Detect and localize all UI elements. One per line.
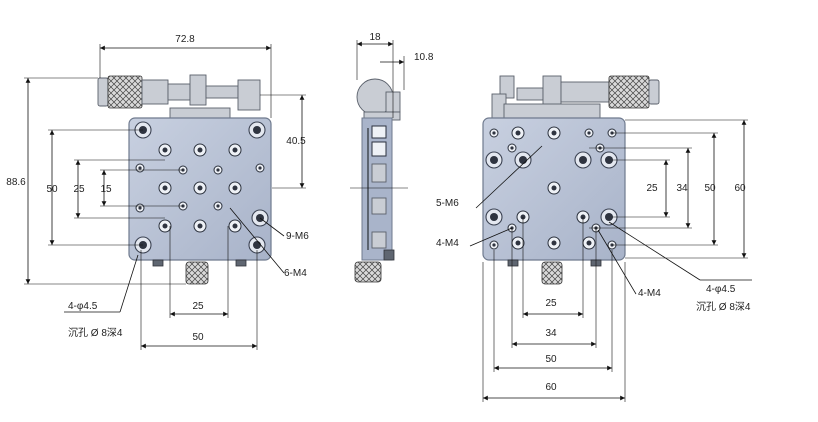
front-callout-m4: 6-M4 [284,268,307,279]
front-lock-knob [185,261,209,285]
front-right-dim: 40.5 [286,136,306,147]
back-holes [485,126,618,250]
front-foot-right [235,259,247,267]
back-bottom-dim-25: 25 [545,298,557,309]
side-width-dim: 18 [369,32,381,43]
back-bottom-dim-50: 50 [545,354,557,365]
back-view: 25 34 50 60 25 34 50 60 5-M6 4- [436,75,752,402]
front-left-dim-15: 15 [100,184,112,195]
front-callout-m6: 9-M6 [286,231,309,242]
front-height-dim: 88.6 [6,177,26,188]
side-offset-dim: 10.8 [414,52,434,63]
back-right-dim-34: 34 [676,183,688,194]
back-callout-m4-left: 4-M4 [436,238,459,249]
back-callout-counterbore: 沉孔 Ø 8深4 [696,300,751,313]
back-callout-m6: 5-M6 [436,198,459,209]
front-view: 72.8 88.6 40.5 50 25 15 25 50 9-M6 6 [6,34,309,350]
front-bottom-dim-25: 25 [192,301,204,312]
back-right-dim-25: 25 [646,183,658,194]
back-right-dim-50: 50 [704,183,716,194]
front-callout-counterbore: 沉孔 Ø 8深4 [68,326,123,339]
front-foot-left [152,259,164,267]
back-bottom-dim-34: 34 [545,328,557,339]
back-micrometer [499,75,660,109]
front-micrometer [97,74,261,111]
back-right-dim-60: 60 [734,183,746,194]
back-callout-phi: 4-φ4.5 [706,284,736,295]
back-lock-knob [541,261,563,285]
front-callout-phi: 4-φ4.5 [68,301,98,312]
front-left-dim-25: 25 [73,184,85,195]
back-bottom-dim-60: 60 [545,382,557,393]
front-width-dim: 72.8 [175,34,195,45]
side-view: 18 10.8 [350,32,434,283]
front-left-dim-50: 50 [46,184,58,195]
front-bottom-dim-50: 50 [192,332,204,343]
back-callout-m4-right: 4-M4 [638,288,661,299]
side-lock-knob [354,261,382,283]
